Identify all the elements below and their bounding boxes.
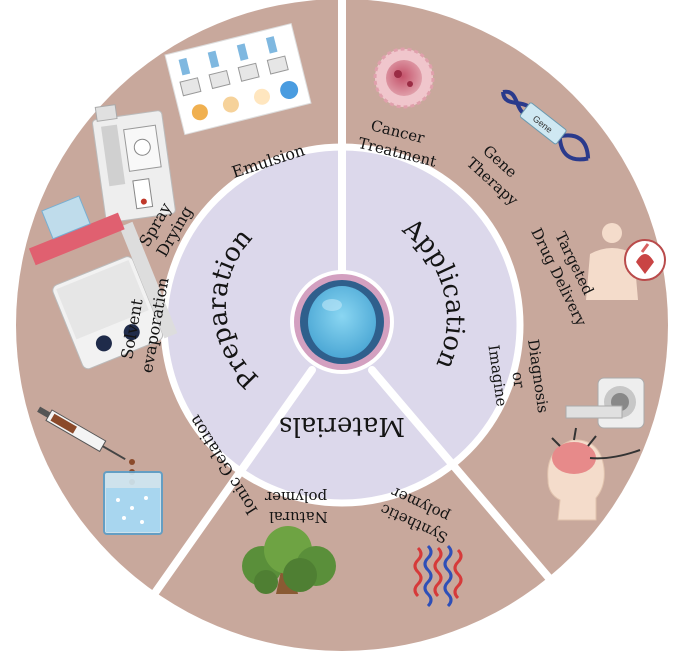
mri-scanner-icon <box>565 377 645 429</box>
hotplate-stirrer-icon <box>28 195 178 370</box>
tree-icon <box>242 526 336 594</box>
nanoparticle-icon <box>290 270 394 374</box>
human-heart-icon <box>586 223 666 300</box>
label-natural-polymer: Natural polymer <box>264 488 328 526</box>
sector-separators <box>146 0 559 604</box>
sector-label-materials: Materials <box>279 411 405 441</box>
cancer-cell-icon <box>373 47 435 109</box>
syringe-beaker-icon <box>37 406 163 535</box>
spray-dryer-icon <box>92 104 176 223</box>
dna-helix-icon: Gene <box>501 89 591 162</box>
emulsion-schematic-icon <box>164 22 312 136</box>
polymer-chains-icon <box>413 544 463 608</box>
brain-head-icon <box>547 427 641 521</box>
